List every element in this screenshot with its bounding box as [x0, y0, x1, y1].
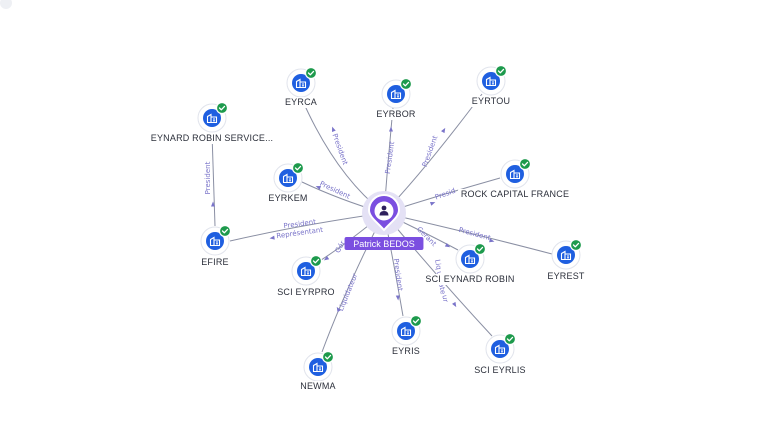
node-label-bg: [143, 133, 281, 144]
arrow-icon: [452, 301, 457, 308]
node-label-bg: [388, 346, 424, 357]
edge-label-eyrkem: President: [318, 180, 351, 201]
company-node-efire[interactable]: EFIRE: [197, 224, 233, 269]
building-icon: [494, 344, 506, 355]
node-label: EYRKEM: [268, 193, 307, 203]
building-icon: [282, 173, 294, 184]
nodes-layer: EYRCA EYRBOR EYRTOU EYNARD ROBIN SERVICE...…: [143, 64, 587, 393]
check-badge-icon: [399, 77, 413, 91]
person-icon: [379, 205, 389, 216]
building-icon: [485, 76, 497, 87]
check-badge-icon: [473, 242, 487, 256]
edge-label-eyrtou: President: [421, 134, 440, 168]
edge-label-scieyrlis: Liq: [433, 259, 443, 271]
building-icon: [390, 89, 402, 100]
node-label-bg: [197, 257, 233, 268]
node-label-bg: [375, 109, 417, 120]
node-label: SCI EYRPRO: [277, 287, 335, 297]
node-label-bg: [545, 271, 587, 282]
building-icon: [209, 236, 221, 247]
check-badge-icon: [218, 224, 232, 238]
company-node-sci-eynard-robin[interactable]: SCI EYNARD ROBIN: [421, 242, 519, 286]
check-badge-icon: [518, 157, 532, 171]
node-label: EYRIS: [392, 346, 420, 356]
company-node-rock-capital-france[interactable]: ROCK CAPITAL FRANCE: [457, 157, 573, 201]
node-label-bg: [267, 193, 309, 204]
building-icon: [312, 362, 324, 373]
node-label-bg: [421, 274, 519, 285]
check-badge-icon: [215, 101, 229, 115]
building-icon: [400, 326, 412, 337]
company-node-eyrtou[interactable]: EYRTOU: [470, 64, 512, 108]
building-icon: [300, 266, 312, 277]
edge-label-eyrca: President: [331, 133, 350, 167]
node-label-bg: [274, 287, 338, 298]
company-node-eyris[interactable]: EYRIS: [388, 314, 424, 358]
center-person-label: Patrick BEDOS: [353, 239, 415, 249]
arrow-icon: [323, 255, 330, 261]
edge-label-efire_to_eynardrobinservice: President: [204, 161, 212, 194]
node-label: EYRCA: [285, 97, 317, 107]
company-node-sci-eyrlis[interactable]: SCI EYRLIS: [468, 332, 532, 377]
center-label-bg: [344, 237, 424, 250]
node-label: EYRBOR: [376, 109, 416, 119]
arrow-icon: [429, 201, 436, 206]
company-node-eyrest[interactable]: EYREST: [545, 238, 587, 283]
company-node-eynard-robin-service[interactable]: EYNARD ROBIN SERVICE...: [143, 101, 281, 145]
arrow-icon: [444, 243, 451, 248]
company-node-eyrkem[interactable]: EYRKEM: [267, 161, 309, 205]
edge-eyrest: [383, 212, 553, 255]
edge-efire_to_eynardrobinservice: [211, 132, 216, 227]
company-node-eyrca[interactable]: EYRCA: [283, 66, 319, 109]
check-badge-icon: [304, 66, 318, 80]
check-badge-icon: [494, 64, 508, 78]
node-label: EYREST: [547, 271, 585, 281]
company-node-eyrbor[interactable]: EYRBOR: [375, 77, 417, 121]
edge-label-eyrbor: President: [384, 141, 397, 175]
node-label: ROCK CAPITAL FRANCE: [461, 189, 569, 199]
building-icon: [464, 254, 476, 265]
building-icon: [206, 113, 218, 124]
arrow-icon: [336, 306, 341, 313]
check-badge-icon: [569, 238, 583, 252]
arrow-icon: [315, 185, 322, 190]
arrow-icon: [269, 235, 275, 240]
node-label: SCI EYNARD ROBIN: [425, 274, 514, 284]
node-label: EYNARD ROBIN SERVICE...: [151, 133, 273, 143]
building-icon: [560, 250, 572, 261]
check-badge-icon: [309, 254, 323, 268]
node-label-bg: [470, 96, 512, 107]
company-node-sci-eyrpro[interactable]: SCI EYRPRO: [274, 254, 338, 299]
arrow-icon: [489, 238, 495, 243]
check-badge-icon: [291, 161, 305, 175]
check-badge-icon: [409, 314, 423, 328]
node-label-bg: [468, 365, 532, 376]
edge-label-eyris: President: [392, 258, 405, 292]
node-label: SCI EYRLIS: [474, 365, 526, 375]
check-badge-icon: [503, 332, 517, 346]
node-label: NEWMA: [300, 381, 336, 391]
edge-label-eyrest: President: [458, 226, 492, 242]
arrow-icon: [211, 201, 215, 207]
node-label-bg: [457, 189, 573, 200]
arrow-icon: [395, 295, 400, 301]
building-icon: [509, 169, 521, 180]
center-person-node[interactable]: Patrick BEDOS: [344, 191, 424, 250]
node-label: EYRTOU: [472, 96, 510, 106]
edge-label-newma: Liquidateur: [337, 272, 359, 312]
corner-indicator-icon: [0, 0, 12, 9]
edge-label-scieyrlis: ur: [440, 294, 449, 303]
company-node-newma[interactable]: NEWMA: [300, 350, 336, 393]
node-label-bg: [283, 97, 319, 108]
building-icon: [295, 78, 307, 89]
node-label: EFIRE: [201, 257, 229, 267]
arrow-icon: [331, 126, 336, 133]
check-badge-icon: [321, 350, 335, 364]
edge-label-scieyrlis: ate: [437, 282, 447, 295]
arrow-icon: [389, 126, 393, 132]
edge-label-rockcapital: Presid: [434, 187, 457, 202]
node-label-bg: [300, 381, 336, 392]
arrow-icon: [441, 127, 446, 134]
